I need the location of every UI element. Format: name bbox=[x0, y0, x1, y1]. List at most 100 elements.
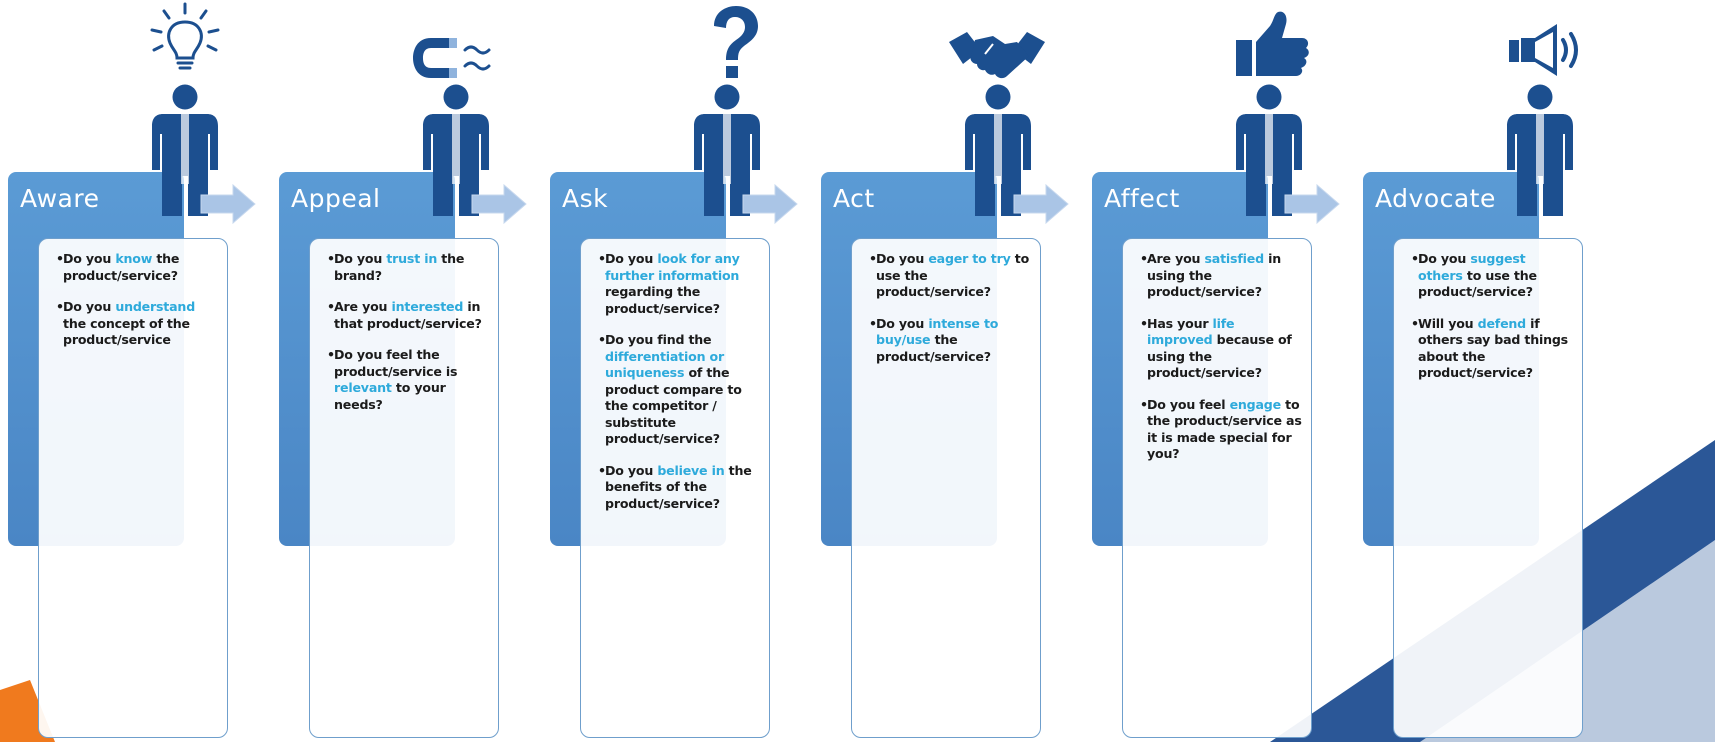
question-item: Do you believe in the benefits of the pr… bbox=[598, 462, 761, 513]
question-item: Do you feel engage to the product/servic… bbox=[1140, 396, 1303, 463]
highlight-text: intense to buy/use bbox=[876, 315, 999, 348]
highlight-text: understand bbox=[115, 299, 196, 314]
arrow-right-icon bbox=[199, 183, 259, 225]
question-text: the brand? bbox=[334, 251, 465, 283]
question-text: Will you bbox=[1418, 315, 1478, 331]
question-text: Do you bbox=[1418, 251, 1471, 266]
stage-title: Affect bbox=[1104, 184, 1180, 213]
question-list: Do you eager to try to use the product/s… bbox=[852, 239, 1040, 365]
stage-ask: Ask Do you look for any further informati… bbox=[542, 0, 802, 742]
question-list: Do you look for any further information … bbox=[581, 239, 769, 512]
question-text: of the product compare to the competitor… bbox=[605, 365, 742, 446]
highlight-text: look for any further information bbox=[605, 251, 740, 283]
person-icon bbox=[1503, 84, 1577, 216]
question-text: the product/service? bbox=[876, 332, 991, 364]
question-text: because of using the product/service? bbox=[1147, 332, 1292, 380]
highlight-text: trust in bbox=[386, 251, 438, 266]
stage-advocate: Advocate Do you suggest others to use the… bbox=[1355, 0, 1615, 742]
highlight-text: engage bbox=[1229, 396, 1282, 412]
question-item: Do you eager to try to use the product/s… bbox=[869, 251, 1032, 301]
question-text: to your needs? bbox=[334, 380, 446, 412]
question-text: in using the product/service? bbox=[1147, 251, 1281, 299]
highlight-text: life improved bbox=[1147, 315, 1235, 348]
stage-content-box: Do you trust in the brand? Are you intere… bbox=[309, 238, 499, 738]
question-mark-icon bbox=[704, 2, 764, 91]
stage-title: Aware bbox=[20, 184, 100, 213]
question-text: to use the product/service? bbox=[1418, 267, 1537, 300]
stage-title: Appeal bbox=[291, 184, 381, 213]
highlight-text: defend bbox=[1477, 315, 1527, 331]
magnet-icon bbox=[411, 28, 501, 93]
question-item: Do you know the product/service? bbox=[56, 251, 219, 284]
question-text: Do you find the bbox=[605, 332, 712, 347]
person-icon bbox=[148, 84, 222, 216]
stage-content-box: Do you know the product/service?Do you u… bbox=[38, 238, 228, 738]
question-text: if others say bad things about the produ… bbox=[1418, 315, 1568, 381]
question-text: Are you bbox=[334, 299, 392, 314]
stage-content-box: Do you suggest others to use the product… bbox=[1393, 238, 1583, 738]
question-item: Are you satisfied in using the product/s… bbox=[1140, 251, 1303, 301]
question-list: Do you trust in the brand? Are you intere… bbox=[310, 239, 498, 413]
question-item: Do you trust in the brand? bbox=[327, 251, 490, 284]
question-text: Do you bbox=[605, 462, 658, 478]
question-list: Do you know the product/service?Do you u… bbox=[39, 239, 227, 349]
stage-title: Act bbox=[833, 184, 875, 213]
question-text: Do you bbox=[63, 299, 116, 314]
question-item: Do you feel the product/service is relev… bbox=[327, 347, 490, 413]
highlight-text: relevant bbox=[334, 380, 392, 395]
question-text: regarding the product/service? bbox=[605, 284, 720, 316]
highlight-text: interested bbox=[391, 299, 464, 314]
question-text: Are you bbox=[1147, 251, 1205, 266]
question-list: Do you suggest others to use the product… bbox=[1394, 239, 1582, 382]
person-icon bbox=[961, 84, 1035, 216]
question-item: Do you find the differentiation or uniqu… bbox=[598, 332, 761, 448]
megaphone-icon bbox=[1505, 20, 1585, 85]
stage-appeal: Appeal Do you trust in the brand? Are you … bbox=[271, 0, 531, 742]
person-icon bbox=[690, 84, 764, 216]
arrow-right-icon bbox=[1012, 183, 1072, 225]
stage-affect: AffectAre you satisfied in using the pro… bbox=[1084, 0, 1344, 742]
question-text: Do you bbox=[63, 251, 116, 266]
question-text: the benefits of the product/service? bbox=[605, 462, 752, 511]
question-item: Do you intense to buy/use the product/se… bbox=[869, 315, 1032, 366]
stage-title: Advocate bbox=[1375, 184, 1496, 213]
question-text: Do you bbox=[334, 251, 387, 266]
thumbs-up-icon bbox=[1232, 10, 1312, 85]
arrow-right-icon bbox=[1283, 183, 1343, 225]
question-text: to the product/service as it is made spe… bbox=[1147, 396, 1302, 462]
question-text: Do you feel bbox=[1147, 396, 1230, 412]
question-item: Has your life improved because of using … bbox=[1140, 315, 1303, 382]
highlight-text: differentiation or uniqueness bbox=[605, 348, 724, 381]
stage-content-box: Do you eager to try to use the product/s… bbox=[851, 238, 1041, 738]
question-text: in that product/service? bbox=[334, 299, 482, 331]
stage-content-box: Are you satisfied in using the product/s… bbox=[1122, 238, 1312, 738]
question-text: the product/service? bbox=[63, 251, 180, 283]
arrow-right-icon bbox=[470, 183, 530, 225]
question-item: Do you suggest others to use the product… bbox=[1411, 251, 1574, 301]
arrow-right-icon bbox=[741, 183, 801, 225]
question-item: Are you interested in that product/servi… bbox=[327, 299, 490, 332]
stage-content-box: Do you look for any further information … bbox=[580, 238, 770, 738]
question-text: Do you bbox=[605, 251, 658, 266]
handshake-icon bbox=[947, 24, 1047, 89]
person-icon bbox=[419, 84, 493, 216]
lightbulb-icon bbox=[140, 0, 230, 85]
stage-act: Act Do you eager to try to use the produc… bbox=[813, 0, 1073, 742]
question-list: Are you satisfied in using the product/s… bbox=[1123, 239, 1311, 463]
highlight-text: know bbox=[115, 251, 153, 266]
question-text: Do you bbox=[876, 315, 929, 331]
highlight-text: satisfied bbox=[1204, 251, 1265, 266]
stage-aware: AwareDo you know the product/service?Do … bbox=[0, 0, 260, 742]
question-item: Do you understand the concept of the pro… bbox=[56, 299, 219, 349]
question-text: the concept of the product/service bbox=[63, 315, 190, 348]
highlight-text: eager to try bbox=[928, 251, 1011, 266]
question-item: Will you defend if others say bad things… bbox=[1411, 315, 1574, 382]
highlight-text: suggest others bbox=[1418, 251, 1526, 283]
question-text: to use the product/service? bbox=[876, 251, 1030, 299]
question-text: Do you bbox=[876, 251, 929, 266]
question-text: Do you feel the product/service is bbox=[334, 347, 458, 379]
highlight-text: believe in bbox=[657, 462, 725, 478]
stage-title: Ask bbox=[562, 184, 609, 213]
question-text: Has your bbox=[1147, 315, 1213, 331]
person-icon bbox=[1232, 84, 1306, 216]
